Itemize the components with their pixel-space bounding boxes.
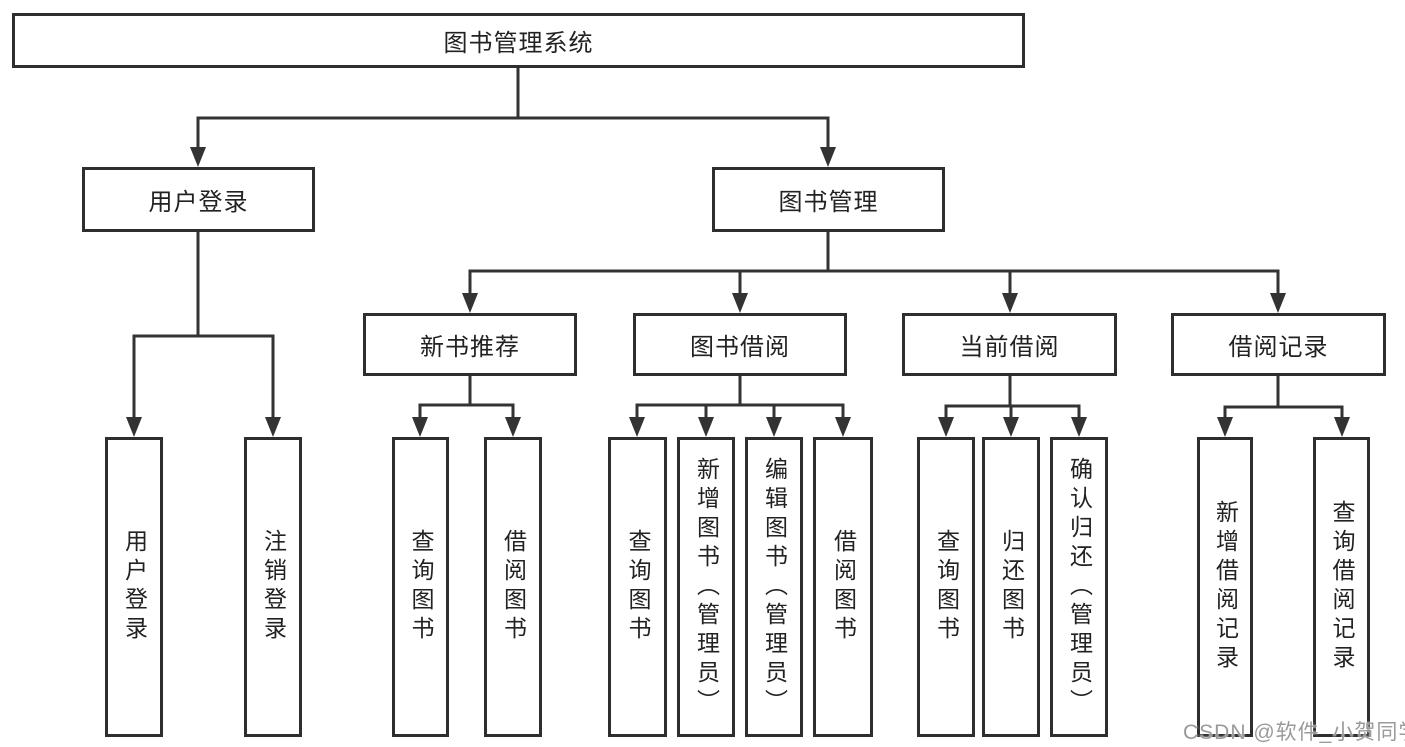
arrowhead-icon — [766, 417, 782, 437]
diagram-node-book-borrowing: 图书借阅 — [633, 313, 847, 376]
diagram-node-leaf-borrow-books-1: 借阅图书 — [484, 437, 542, 737]
node-label-leaf-query-books-1: 查询图书 — [408, 529, 434, 645]
node-label-leaf-borrow-books-1: 借阅图书 — [500, 529, 527, 645]
diagram-node-leaf-add-borrow-record: 新增借阅记录 — [1197, 437, 1253, 737]
node-label-leaf-edit-books: 编辑图书（管理员） — [761, 456, 788, 718]
arrowhead-icon — [1003, 417, 1019, 437]
node-label-leaf-query-books-2: 查询图书 — [625, 529, 651, 645]
node-label-user-login: 用户登录 — [148, 189, 249, 216]
diagram-node-new-book-recommend: 新书推荐 — [363, 313, 577, 376]
arrowhead-icon — [1002, 293, 1018, 313]
watermark: CSDN @软件_小贺同学 — [1183, 721, 1405, 744]
arrowhead-icon — [698, 417, 714, 437]
node-label-leaf-user-login: 用户登录 — [121, 529, 148, 645]
diagram-node-leaf-query-books-3: 查询图书 — [917, 437, 975, 737]
diagram-node-book-management: 图书管理 — [712, 167, 945, 232]
arrowhead-icon — [629, 417, 645, 437]
node-label-new-book-recommend: 新书推荐 — [420, 334, 520, 361]
arrowhead-icon — [820, 147, 836, 167]
arrowhead-icon — [505, 417, 521, 437]
node-label-borrowing-records: 借阅记录 — [1228, 334, 1329, 361]
node-label-current-borrowing: 当前借阅 — [959, 334, 1060, 361]
arrowhead-icon — [265, 417, 281, 437]
node-label-leaf-add-books: 新增图书（管理员） — [693, 456, 720, 718]
diagram-node-leaf-query-books-1: 查询图书 — [392, 437, 449, 737]
diagram-node-borrowing-records: 借阅记录 — [1171, 313, 1386, 376]
diagram-node-leaf-add-books: 新增图书（管理员） — [677, 437, 735, 737]
arrowhead-icon — [126, 417, 142, 437]
arrowhead-icon — [190, 147, 206, 167]
diagram-node-leaf-edit-books: 编辑图书（管理员） — [745, 437, 803, 737]
arrowhead-icon — [1334, 417, 1350, 437]
arrowhead-icon — [462, 293, 478, 313]
arrowhead-icon — [732, 293, 748, 313]
diagram-node-leaf-return-books: 归还图书 — [982, 437, 1040, 737]
node-label-system-root: 图书管理系统 — [443, 30, 594, 57]
node-label-leaf-query-books-3: 查询图书 — [933, 529, 960, 645]
diagram-node-leaf-confirm-return: 确认归还（管理员） — [1050, 437, 1108, 737]
diagram-node-leaf-borrow-books-2: 借阅图书 — [813, 437, 873, 737]
node-label-leaf-logout: 注销登录 — [260, 529, 287, 645]
diagram-node-leaf-query-borrow-record: 查询借阅记录 — [1313, 437, 1370, 737]
arrowhead-icon — [835, 417, 851, 437]
arrowhead-icon — [1071, 417, 1087, 437]
diagram-node-user-login: 用户登录 — [82, 167, 315, 232]
diagram-node-system-root: 图书管理系统 — [12, 13, 1025, 68]
arrowhead-icon — [1270, 293, 1286, 313]
diagram-node-current-borrowing: 当前借阅 — [902, 313, 1117, 376]
node-label-leaf-borrow-books-2: 借阅图书 — [830, 529, 857, 645]
node-label-book-management: 图书管理 — [778, 189, 879, 216]
node-label-leaf-query-borrow-record: 查询借阅记录 — [1329, 500, 1355, 674]
node-label-leaf-confirm-return: 确认归还（管理员） — [1066, 456, 1093, 718]
diagram-node-leaf-logout: 注销登录 — [244, 437, 302, 737]
node-label-book-borrowing: 图书借阅 — [690, 334, 790, 361]
node-label-leaf-add-borrow-record: 新增借阅记录 — [1212, 500, 1239, 674]
arrowhead-icon — [412, 417, 428, 437]
diagram-node-leaf-user-login: 用户登录 — [105, 437, 163, 737]
diagram-node-leaf-query-books-2: 查询图书 — [608, 437, 667, 737]
arrowhead-icon — [938, 417, 954, 437]
arrowhead-icon — [1217, 417, 1233, 437]
node-label-leaf-return-books: 归还图书 — [998, 529, 1025, 645]
